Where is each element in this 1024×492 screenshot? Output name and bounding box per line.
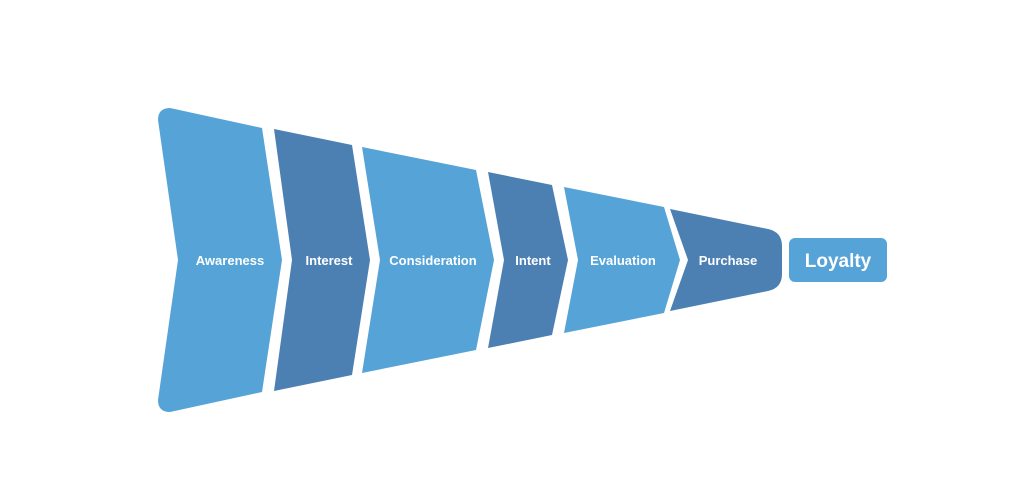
stage-purchase-label: Purchase <box>699 253 758 268</box>
stage-consideration-label: Consideration <box>389 253 476 268</box>
stage-awareness-label: Awareness <box>196 253 264 268</box>
stage-intent-shape <box>488 172 568 348</box>
stage-loyalty-label: Loyalty <box>805 251 872 272</box>
stage-interest-shape <box>274 129 370 391</box>
stage-consideration-shape <box>362 147 494 373</box>
stage-awareness-shape <box>158 108 282 412</box>
stage-intent-label: Intent <box>515 253 551 268</box>
stage-loyalty-box <box>789 238 887 282</box>
stage-evaluation-label: Evaluation <box>590 253 656 268</box>
stage-evaluation-shape <box>564 187 680 333</box>
stage-purchase-shape <box>670 209 782 311</box>
stage-interest-label: Interest <box>306 253 354 268</box>
